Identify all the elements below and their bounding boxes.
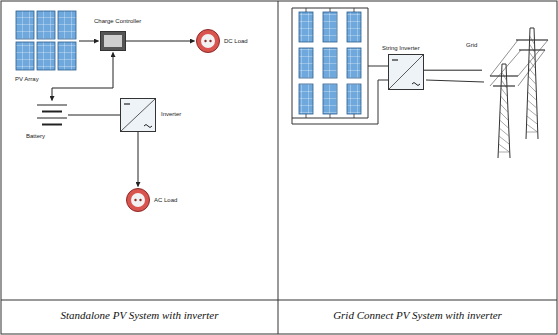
battery-node: Battery	[22, 100, 76, 146]
dc-load-node: DC Load	[196, 29, 256, 55]
grid-pv-array	[292, 8, 388, 124]
caption-divider	[1, 300, 557, 301]
connector	[79, 41, 99, 42]
connector	[126, 41, 195, 42]
node-label: PV Array	[15, 76, 39, 83]
caption-text: Standalone PV System with inverter	[1, 309, 278, 321]
ac-load-symbol	[126, 188, 150, 212]
grid-node: Grid	[462, 22, 554, 162]
connector	[138, 132, 139, 187]
node-label: Inverter	[161, 111, 181, 118]
node-label: Charge Controller	[94, 18, 141, 25]
grid-symbol	[482, 24, 552, 159]
pv-array-symbol	[15, 10, 79, 72]
panel-divider	[278, 1, 279, 334]
connector	[68, 115, 120, 116]
pv-array-node: PV Array	[12, 8, 82, 88]
caption-text: Grid Connect PV System with inverter	[279, 309, 556, 321]
charge-controller-symbol	[100, 31, 126, 51]
inverter-symbol	[120, 98, 156, 132]
battery-symbol	[36, 102, 68, 128]
string-inverter-node: String Inverter	[380, 42, 440, 98]
string-inverter-symbol	[388, 54, 424, 90]
ac-load-node: AC Load	[126, 188, 188, 214]
connector	[424, 70, 482, 71]
node-label: DC Load	[224, 38, 248, 45]
inverter-node: Inverter	[118, 96, 198, 134]
node-label: Battery	[26, 133, 45, 140]
node-label: AC Load	[154, 197, 177, 204]
dc-load-symbol	[196, 29, 220, 53]
charge-controller-node: Charge Controller	[94, 14, 150, 54]
node-label: Grid	[466, 42, 477, 49]
node-label: String Inverter	[382, 45, 420, 52]
grid-wire	[426, 80, 484, 82]
